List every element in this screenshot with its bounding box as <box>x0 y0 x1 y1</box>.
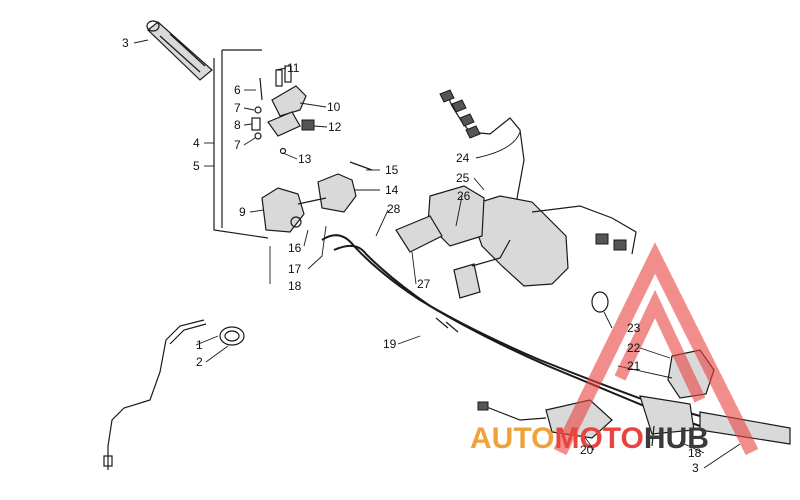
callout-label: 3 <box>122 36 129 50</box>
callout-label: 24 <box>456 151 470 165</box>
callout-label: 22 <box>627 341 641 355</box>
callout-label: 19 <box>383 337 397 351</box>
callout-label: 11 <box>287 61 300 75</box>
callout-label: 9 <box>239 205 246 219</box>
callout-label: 14 <box>385 183 399 197</box>
callout-label: 4 <box>193 136 200 150</box>
watermark-logo <box>553 242 759 456</box>
callout-label: 5 <box>193 159 200 173</box>
callout-label: 1 <box>196 338 203 352</box>
callout-label: 8 <box>234 118 241 132</box>
callout-label: 7 <box>234 138 241 152</box>
watermark-moto: MOTO <box>554 422 643 455</box>
callout-label: 10 <box>327 100 341 114</box>
callout-label: 3 <box>692 461 699 475</box>
callout-label: 2 <box>196 355 203 369</box>
left-grip <box>146 20 213 81</box>
callout-label: 7 <box>234 101 241 115</box>
watermark-hub: HUB <box>644 422 709 455</box>
leader-lines <box>133 39 741 469</box>
callout-labels: 3 6 11 7 10 8 12 7 13 4 5 15 14 9 28 26 … <box>122 36 702 475</box>
callout-label: 28 <box>387 202 401 216</box>
callout-label: 18 <box>288 279 302 293</box>
control-module <box>395 89 637 299</box>
callout-label: 26 <box>457 189 471 203</box>
watermark-text: AUTOMOTOHUB <box>470 422 709 455</box>
callout-label: 6 <box>234 83 241 97</box>
callout-label: 16 <box>288 241 302 255</box>
callout-label: 25 <box>456 171 470 185</box>
callout-label: 18 <box>688 446 702 460</box>
callout-label: 20 <box>580 443 594 457</box>
callout-label: 17 <box>288 262 302 276</box>
throttle-switch-block <box>261 161 373 233</box>
switch-components <box>251 65 315 155</box>
callout-label: 13 <box>298 152 312 166</box>
callout-label: 12 <box>328 120 342 134</box>
callout-label: 27 <box>417 277 431 291</box>
callout-label: 23 <box>627 321 641 335</box>
callout-label: 21 <box>627 359 641 373</box>
assembly-bracket <box>213 49 269 239</box>
throttle-cable <box>103 319 245 470</box>
watermark-auto: AUTO <box>470 422 554 455</box>
callout-label: 15 <box>385 163 399 177</box>
